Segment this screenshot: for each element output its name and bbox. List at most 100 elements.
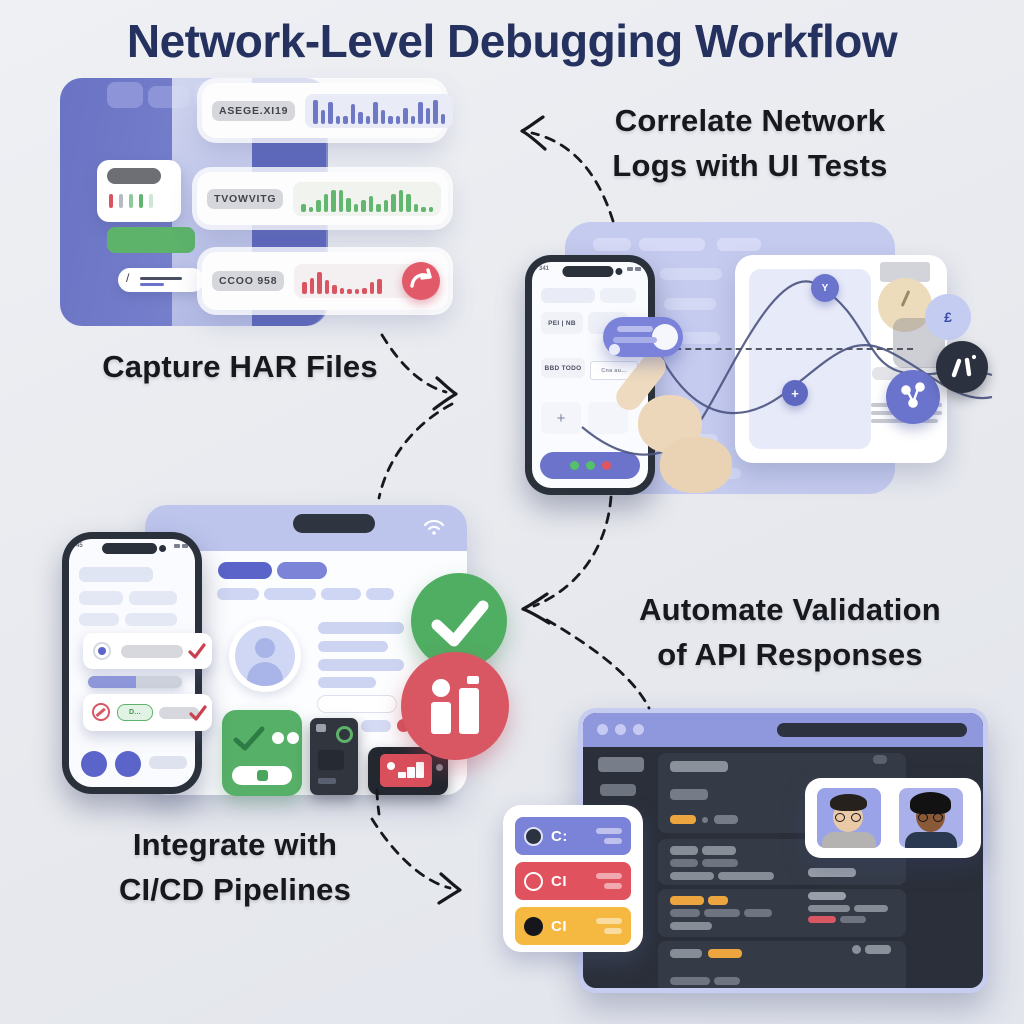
- mini-status-card: [97, 160, 181, 222]
- step-label-line: Logs with UI Tests: [612, 148, 888, 183]
- chart-plot-area: [749, 269, 871, 449]
- code-token-red: [808, 916, 836, 923]
- network-chart-card: £: [735, 255, 971, 463]
- step-label-line: Correlate Network: [614, 103, 886, 138]
- code-line: [670, 909, 700, 917]
- chip: [316, 724, 326, 732]
- dot: [287, 732, 299, 744]
- arrowhead-left: [521, 592, 551, 625]
- code-line: [808, 892, 846, 900]
- stage-label: CI: [551, 872, 567, 890]
- code-line: [865, 945, 891, 954]
- hair: [830, 794, 867, 811]
- status-ring: [93, 642, 111, 660]
- nav-pill: [277, 562, 327, 579]
- ci-stage-row: CI: [515, 862, 631, 900]
- step-label-capture: Capture HAR Files: [40, 344, 440, 389]
- stage-status-icon: [524, 871, 543, 891]
- ghost-block: [129, 591, 177, 605]
- list-item-label: PEI | NB: [541, 312, 583, 334]
- code-editor-window: [578, 708, 988, 993]
- code-token-orange: [708, 949, 742, 958]
- code-line: [808, 905, 850, 912]
- page-title: Network-Level Debugging Workflow: [126, 15, 898, 67]
- dashed-threshold-line: [655, 348, 913, 350]
- ghost-row: [121, 645, 183, 658]
- code-line: [714, 815, 738, 824]
- app-tile: [107, 82, 143, 108]
- ci-stage-row: CI: [515, 907, 631, 945]
- action-dot: [81, 751, 107, 777]
- step-label-integrate: Integrate with CI/CD Pipelines: [65, 822, 405, 912]
- alert-screen: [380, 754, 432, 787]
- ghost-block: [600, 288, 636, 303]
- wifi-icon: [423, 519, 445, 535]
- red-check-icon: [188, 643, 206, 659]
- chip-row: [217, 588, 394, 600]
- status-icons: [174, 544, 188, 548]
- hand-palm: [660, 437, 732, 493]
- graph-node-plus-icon: +: [782, 380, 808, 406]
- step-label-line: Automate Validation: [639, 592, 941, 627]
- blocked-icon: [92, 703, 110, 721]
- log-bubble-pill: [603, 317, 683, 357]
- blocked-slash: [95, 707, 106, 717]
- code-line: [670, 846, 698, 855]
- clock-hand: [900, 290, 911, 307]
- person-photo: [817, 788, 881, 848]
- code-line: [840, 916, 866, 923]
- pass-toggle-tile: [222, 710, 302, 796]
- har-bar-chart: [293, 181, 442, 216]
- stage-meta: [596, 873, 622, 889]
- ghost-row: [318, 622, 404, 634]
- action-dot: [115, 751, 141, 777]
- gauge-icon: [936, 341, 988, 393]
- har-entry-card: TVOWVITG: [197, 172, 448, 225]
- hair: [910, 792, 951, 814]
- avatar: [229, 620, 301, 692]
- test-result-row: [83, 633, 212, 669]
- code-line: [670, 977, 710, 985]
- graph-node-icon: Y: [811, 274, 839, 302]
- step-label-line: of API Responses: [657, 637, 923, 672]
- stage-label: C:: [551, 827, 568, 845]
- code-block: [658, 889, 906, 937]
- green-bar-block: [107, 227, 195, 253]
- stage-status-icon: [524, 916, 543, 936]
- editor-titlebar: [583, 713, 983, 747]
- slash-mark: /: [126, 271, 130, 285]
- toggle-track: [232, 766, 292, 785]
- progress-bar: [88, 676, 182, 688]
- status-time: 341: [539, 266, 550, 272]
- mini-note-card: /: [118, 268, 204, 292]
- ghost-row: [717, 238, 761, 251]
- glasses-right: [933, 813, 943, 822]
- bubble-dot-small: [609, 344, 620, 355]
- code-line: [670, 761, 728, 772]
- code-token-orange: [708, 896, 728, 905]
- code-line: [670, 789, 708, 800]
- code-line: [854, 905, 888, 912]
- avatar-inner: [235, 626, 295, 686]
- status-time: 45: [76, 543, 83, 549]
- avatar-head: [255, 638, 275, 658]
- ghost-row: [593, 238, 631, 251]
- code-dot: [702, 817, 708, 823]
- code-line: [670, 949, 702, 958]
- code-line: [714, 977, 740, 985]
- window-control-dots: [597, 724, 644, 735]
- code-block: [658, 941, 906, 988]
- step-label-line: CI/CD Pipelines: [118, 872, 352, 907]
- green-ring: [336, 726, 353, 743]
- glasses-right: [851, 813, 861, 822]
- step-label-correlate: Correlate Network Logs with UI Tests: [540, 98, 960, 188]
- step: [398, 772, 406, 778]
- code-line: [670, 872, 714, 880]
- ci-stage-row: C:: [515, 817, 631, 855]
- toolbar-block: [880, 262, 930, 282]
- redo-arrow-icon: [402, 262, 440, 300]
- stage-status-icon: [524, 826, 543, 846]
- nav-pill: [218, 562, 272, 579]
- dot: [436, 764, 443, 771]
